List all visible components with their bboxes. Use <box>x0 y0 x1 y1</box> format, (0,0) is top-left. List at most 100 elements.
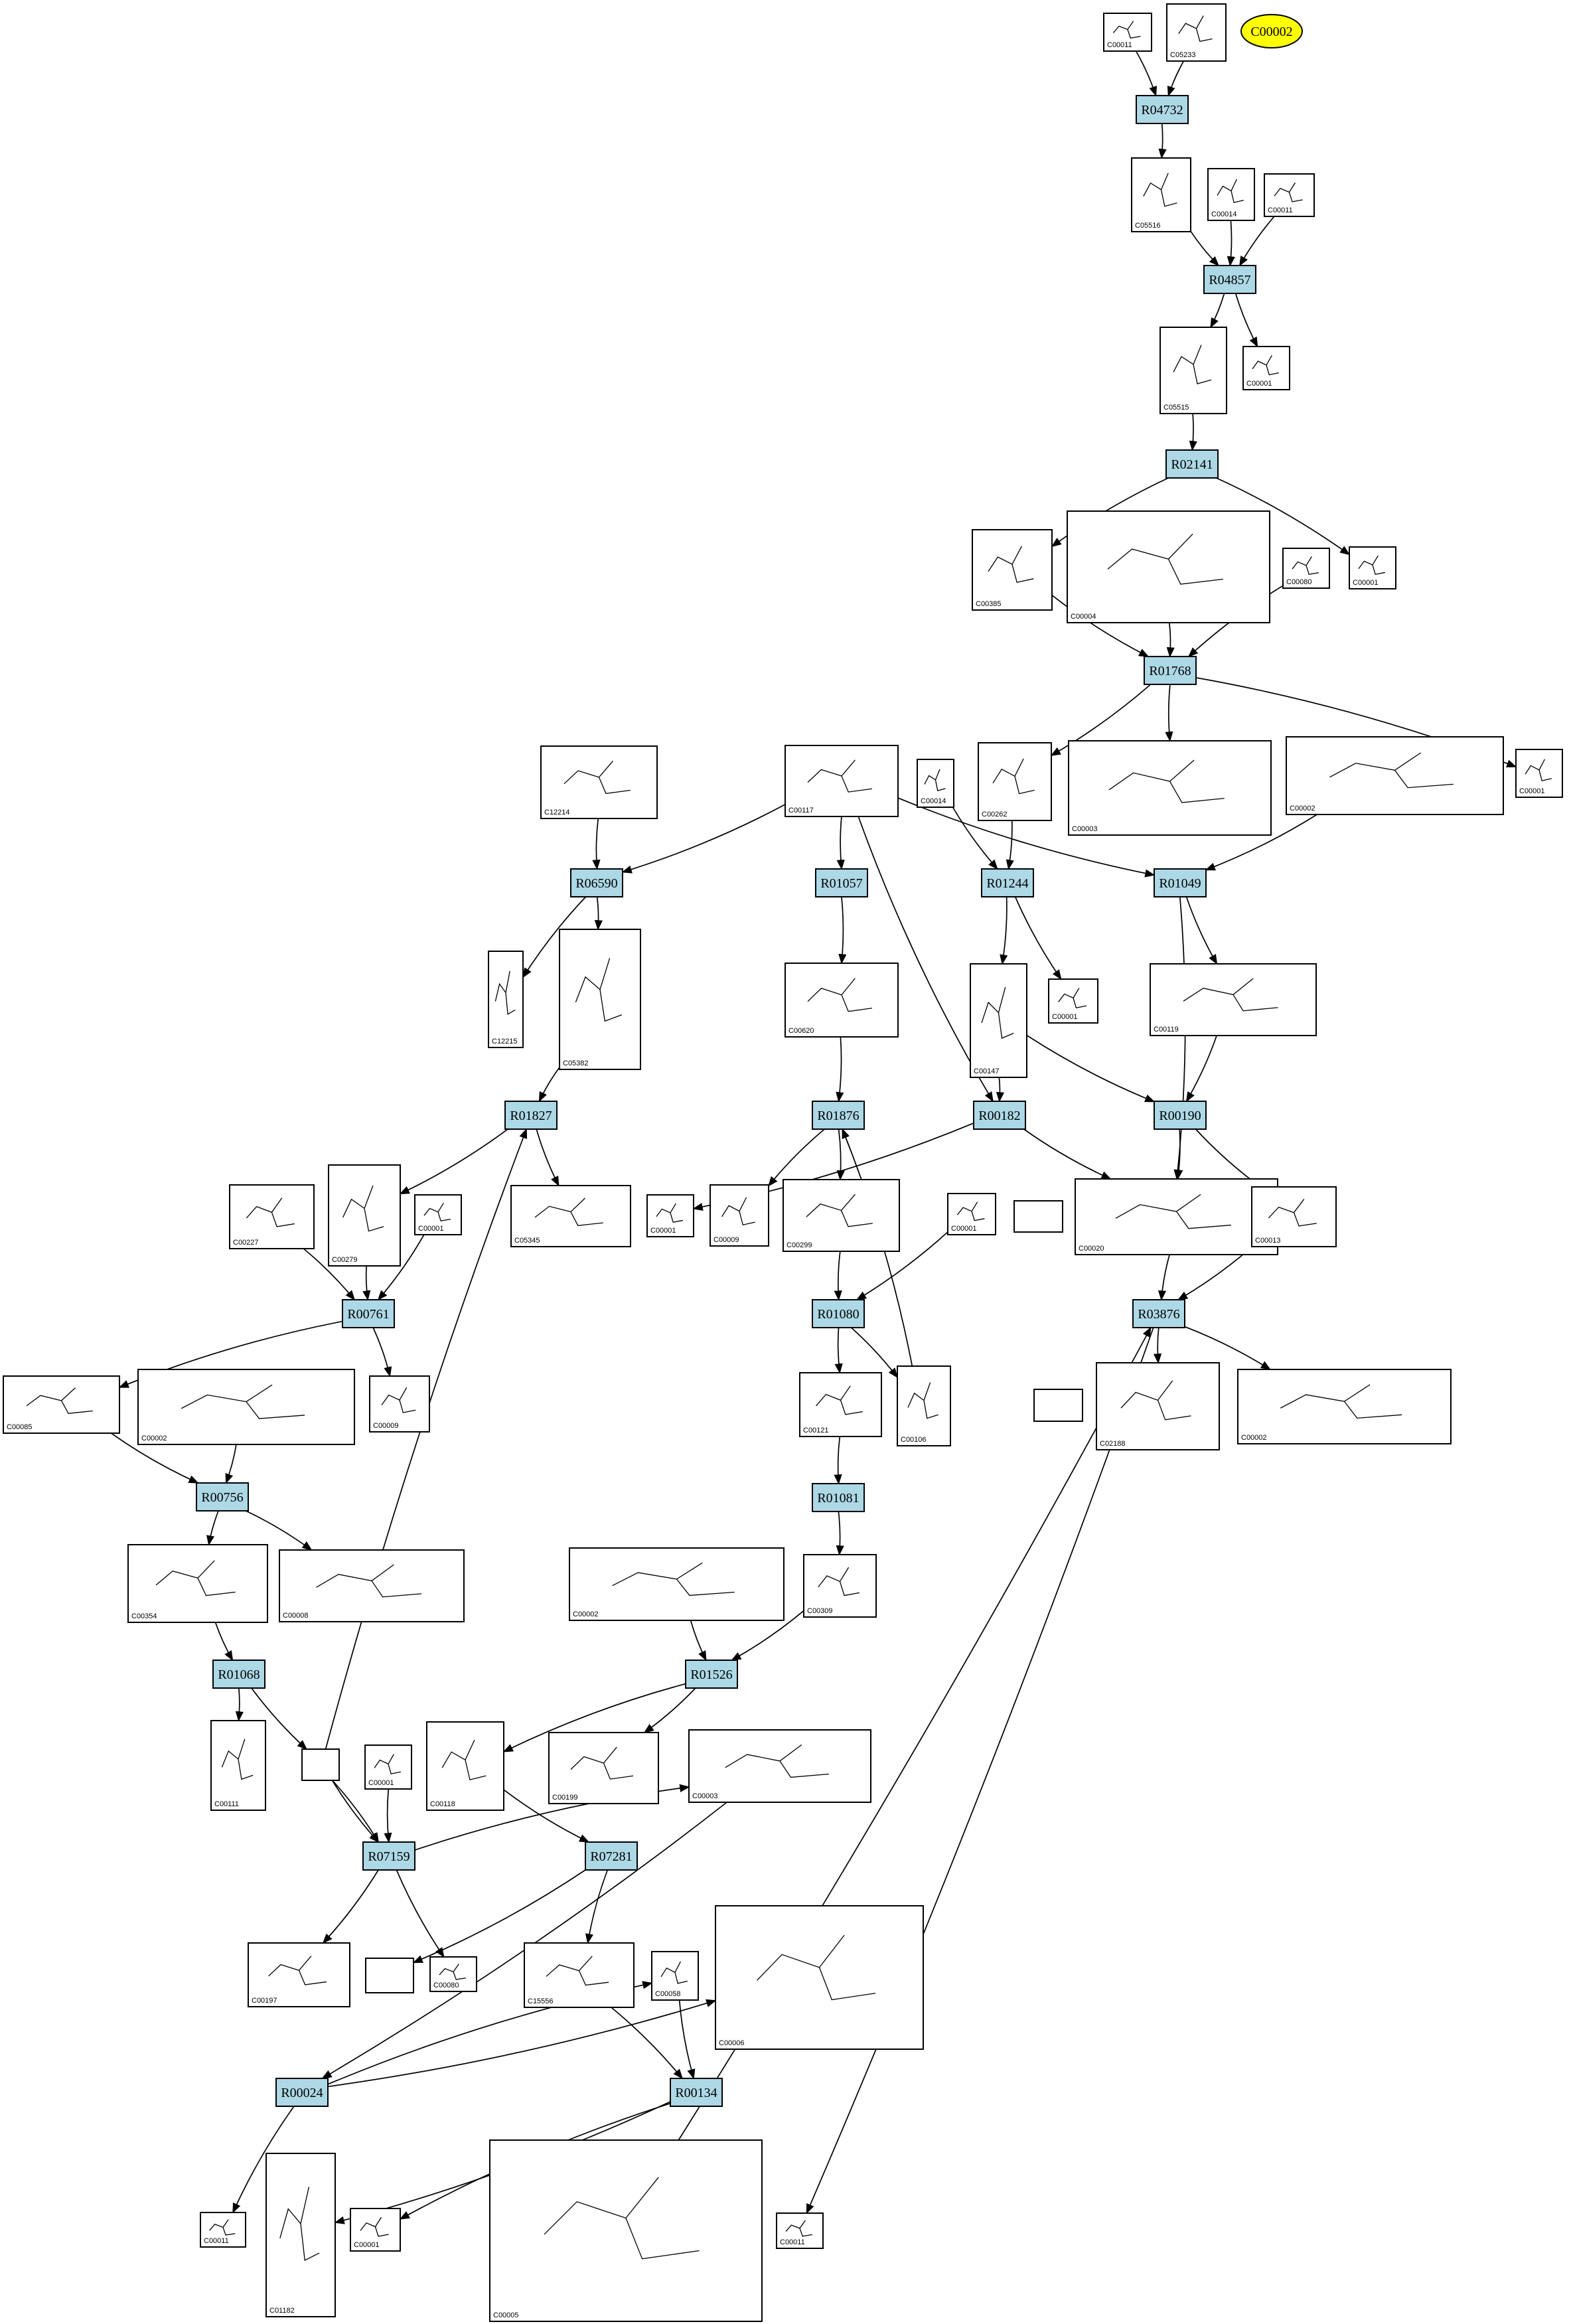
reaction-node[interactable]: R00761 <box>342 1299 395 1328</box>
compound-node[interactable]: C05233 <box>1166 3 1227 62</box>
reaction-node[interactable]: R01244 <box>981 868 1034 897</box>
compound-node[interactable]: C00002 <box>1237 1369 1452 1444</box>
compound-node[interactable]: C00001 <box>414 1194 462 1235</box>
compound-node[interactable]: C00003 <box>1068 740 1272 836</box>
compound-node[interactable]: C02188 <box>1096 1362 1220 1450</box>
compound-node[interactable]: C05345 <box>510 1185 631 1247</box>
compound-node[interactable]: C05516 <box>1131 157 1191 232</box>
blank-compound-node[interactable] <box>1033 1389 1083 1422</box>
structure-icon <box>360 2216 389 2237</box>
compound-node[interactable]: C00262 <box>978 742 1052 821</box>
reaction-node[interactable]: R01081 <box>812 1483 865 1512</box>
reaction-node[interactable]: R00024 <box>275 2078 329 2107</box>
reaction-node[interactable]: R00190 <box>1154 1101 1207 1130</box>
reaction-node[interactable]: R01080 <box>812 1299 865 1328</box>
compound-node[interactable]: C00001 <box>947 1193 996 1235</box>
compound-node[interactable]: C05382 <box>559 929 641 1070</box>
compound-node[interactable]: C00011 <box>1264 173 1315 217</box>
compound-node[interactable]: C00002 <box>137 1369 355 1445</box>
compound-node[interactable]: C00004 <box>1067 510 1270 623</box>
reaction-edge <box>836 1036 844 1103</box>
highlight-compound-node[interactable]: C00002 <box>1240 14 1303 48</box>
reaction-node[interactable]: R01057 <box>815 868 868 897</box>
compound-node[interactable]: C00001 <box>350 2208 401 2252</box>
reaction-edge <box>838 896 847 965</box>
compound-node[interactable]: C00011 <box>776 2212 824 2249</box>
compound-node[interactable]: C00009 <box>710 1184 769 1247</box>
compound-node[interactable]: C01182 <box>265 2153 336 2317</box>
compound-node[interactable]: C05515 <box>1160 327 1227 414</box>
compound-node[interactable]: C12214 <box>540 745 658 819</box>
compound-node[interactable]: C00354 <box>127 1544 268 1623</box>
compound-node[interactable]: C00199 <box>548 1732 659 1804</box>
reaction-node[interactable]: R00756 <box>196 1482 249 1511</box>
compound-node[interactable]: C00001 <box>1048 978 1098 1024</box>
reaction-node[interactable]: R01526 <box>685 1660 738 1689</box>
compound-node[interactable]: C00118 <box>426 1721 504 1811</box>
compound-node[interactable]: C00014 <box>917 759 954 808</box>
compound-node[interactable]: C00006 <box>715 1905 924 2050</box>
reaction-node[interactable]: R06590 <box>570 868 623 897</box>
compound-node[interactable]: C00080 <box>429 1956 477 1992</box>
compound-node[interactable]: C00147 <box>970 963 1027 1078</box>
compound-node[interactable]: C00001 <box>1242 346 1290 390</box>
compound-node[interactable]: C12215 <box>488 951 524 1048</box>
structure-icon <box>26 1387 93 1415</box>
compound-node[interactable]: C00385 <box>972 529 1053 611</box>
blank-compound-node[interactable] <box>1013 1200 1063 1233</box>
blank-compound-node[interactable] <box>301 1748 340 1781</box>
reaction-node[interactable]: R01768 <box>1144 656 1197 685</box>
compound-node[interactable]: C00620 <box>785 963 899 1038</box>
compound-node[interactable]: C00002 <box>569 1547 785 1621</box>
reaction-node[interactable]: R01049 <box>1154 868 1207 897</box>
compound-node[interactable]: C00085 <box>3 1375 120 1434</box>
compound-node[interactable]: C00008 <box>279 1549 465 1622</box>
compound-node[interactable]: C00005 <box>489 2139 763 2322</box>
compound-node[interactable]: C00001 <box>364 1744 412 1790</box>
reaction-node[interactable]: R07281 <box>585 1841 638 1871</box>
compound-node[interactable]: C00011 <box>200 2212 246 2248</box>
compound-node[interactable]: C00011 <box>1103 13 1152 52</box>
compound-node[interactable]: C00001 <box>1349 546 1396 589</box>
compound-node[interactable]: C00111 <box>210 1720 266 1811</box>
reaction-node[interactable]: R01827 <box>504 1101 558 1130</box>
reaction-node[interactable]: R03876 <box>1132 1299 1185 1328</box>
reaction-node[interactable]: R04732 <box>1136 95 1189 124</box>
reaction-edge <box>731 1610 804 1661</box>
reaction-node[interactable]: R01876 <box>812 1101 865 1130</box>
reaction-edge <box>1239 216 1275 267</box>
reaction-node[interactable]: R00134 <box>670 2078 723 2107</box>
compound-node[interactable]: C00001 <box>646 1194 694 1237</box>
reaction-node[interactable]: R00182 <box>973 1101 1026 1130</box>
compound-node[interactable]: C00227 <box>229 1184 315 1249</box>
compound-node[interactable]: C00001 <box>1515 749 1563 798</box>
reaction-node[interactable]: R01068 <box>212 1660 265 1689</box>
compound-node[interactable]: C00020 <box>1075 1178 1278 1255</box>
reaction-edge <box>836 1511 844 1556</box>
compound-node[interactable]: C00279 <box>328 1164 401 1267</box>
reaction-edge <box>377 1234 425 1301</box>
compound-id: C05515 <box>1163 404 1189 412</box>
reaction-node[interactable]: R02141 <box>1165 449 1219 479</box>
compound-node[interactable]: C00009 <box>369 1375 430 1433</box>
compound-node[interactable]: C15556 <box>524 1942 635 2008</box>
blank-compound-node[interactable] <box>365 1958 414 1993</box>
compound-node[interactable]: C00309 <box>803 1554 877 1618</box>
compound-node[interactable]: C00002 <box>1286 736 1504 815</box>
compound-id: C00006 <box>719 2039 745 2047</box>
compound-node[interactable]: C00014 <box>1207 168 1255 221</box>
compound-node[interactable]: C00003 <box>688 1729 871 1803</box>
reaction-node[interactable]: R07159 <box>362 1841 415 1871</box>
reaction-node[interactable]: R04857 <box>1203 265 1256 294</box>
compound-node[interactable]: C00197 <box>248 1942 350 2007</box>
structure-icon <box>381 1387 416 1413</box>
compound-node[interactable]: C00013 <box>1251 1186 1337 1247</box>
compound-node[interactable]: C00058 <box>651 1951 699 2001</box>
compound-node[interactable]: C00080 <box>1282 548 1330 589</box>
compound-node[interactable]: C00299 <box>783 1179 900 1252</box>
compound-node[interactable]: C00106 <box>897 1365 951 1446</box>
compound-node[interactable]: C00119 <box>1150 963 1317 1036</box>
compound-node[interactable]: C00121 <box>799 1372 882 1437</box>
compound-id: C02188 <box>1100 1440 1126 1448</box>
compound-node[interactable]: C00117 <box>785 745 899 817</box>
